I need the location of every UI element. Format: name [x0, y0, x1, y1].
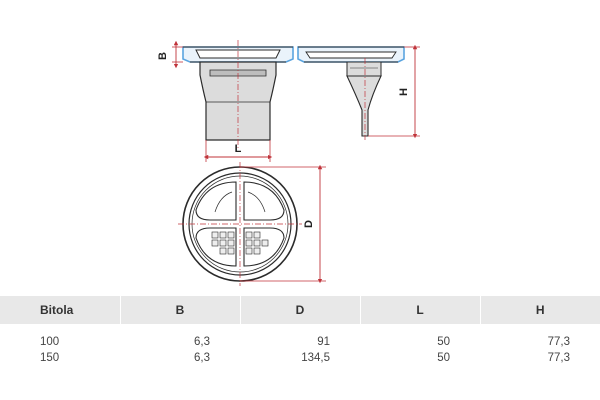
cell-bitola: 100: [40, 336, 60, 348]
col-header-bitola: Bitola: [0, 296, 121, 324]
cell-h: 77,3: [547, 352, 570, 364]
cell-d: 91: [317, 336, 330, 348]
cell-l: 50: [437, 352, 450, 364]
cell-bitola: 150: [40, 352, 60, 364]
dim-label-b: B: [157, 52, 169, 60]
col-header-h: H: [480, 296, 600, 324]
dim-label-l: L: [235, 143, 242, 155]
dim-label-h: H: [398, 88, 410, 96]
side-view: H: [297, 44, 420, 140]
table-row: 150 6,3 134,5 50 77,3: [0, 350, 600, 366]
table-row: 100 6,3 91 50 77,3: [0, 324, 600, 350]
spec-table: Bitola B D L H 100 6,3 91 50 77,3 150 6,…: [0, 296, 600, 366]
cell-l: 50: [437, 336, 450, 348]
cell-b: 6,3: [194, 352, 210, 364]
cell-d: 134,5: [301, 352, 330, 364]
top-grid-holes: [211, 231, 269, 255]
spec-table-header: Bitola B D L H: [0, 296, 600, 324]
col-header-b: B: [120, 296, 241, 324]
cell-b: 6,3: [194, 336, 210, 348]
cell-h: 77,3: [547, 336, 570, 348]
front-view: B L: [157, 40, 294, 162]
col-header-d: D: [240, 296, 361, 324]
col-header-l: L: [360, 296, 481, 324]
top-view: D: [178, 162, 326, 286]
side-tail: [346, 75, 382, 137]
dim-label-d: D: [303, 220, 315, 228]
technical-drawing: B L H: [157, 40, 420, 286]
